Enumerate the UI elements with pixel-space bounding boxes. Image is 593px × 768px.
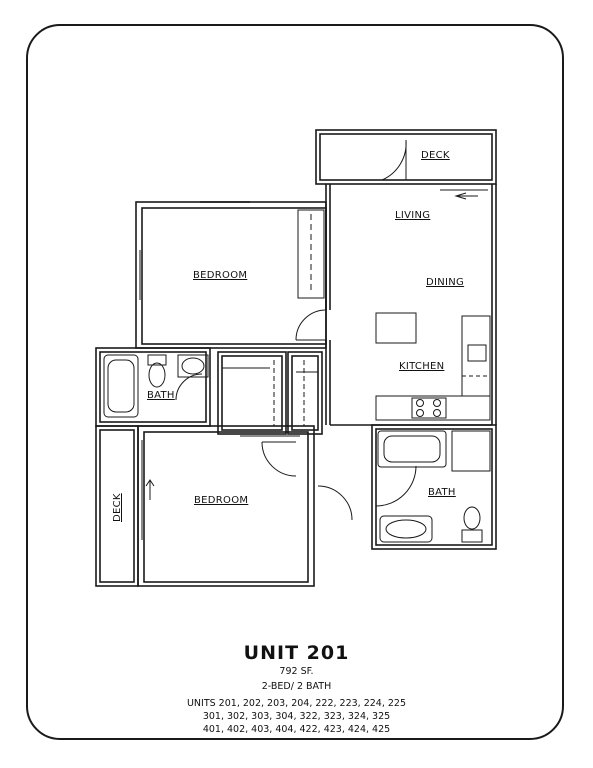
page-border	[26, 24, 564, 740]
kitchen-label: KITCHEN	[399, 361, 444, 372]
living-label: LIVING	[395, 210, 430, 221]
closets	[217, 351, 323, 437]
left-bath-label: BATH	[147, 390, 175, 401]
unit-title: UNIT 201	[243, 642, 350, 664]
left-deck-label: DECK	[112, 493, 123, 522]
unit-list-line-2: 301, 302, 303, 304, 322, 323, 324, 325	[202, 711, 391, 722]
floor-plan: DECK LIVING DINING KITCHEN BEDROOM BATH …	[95, 129, 497, 587]
upper-bedroom-walls	[135, 201, 327, 349]
lower-bedroom-label: BEDROOM	[194, 495, 248, 506]
lower-bedroom-walls	[137, 425, 353, 587]
upper-bedroom-label: BEDROOM	[193, 270, 247, 281]
bed-bath-count: 2-BED/ 2 BATH	[261, 681, 332, 692]
unit-list-line-3: 401, 402, 403, 404, 422, 423, 424, 425	[202, 724, 391, 735]
square-footage: 792 SF.	[279, 666, 314, 677]
dining-label: DINING	[426, 277, 464, 288]
unit-list-line-1: UNITS 201, 202, 203, 204, 222, 223, 224,…	[186, 698, 407, 709]
right-bath-label: BATH	[428, 487, 456, 498]
top-deck-label: DECK	[421, 150, 450, 161]
left-deck	[95, 425, 155, 587]
top-deck	[315, 129, 497, 185]
left-bath	[95, 347, 211, 427]
right-bath	[371, 424, 497, 550]
unit-list: UNITS 201, 202, 203, 204, 222, 223, 224,…	[0, 697, 593, 736]
kitchen-counters	[375, 312, 491, 421]
